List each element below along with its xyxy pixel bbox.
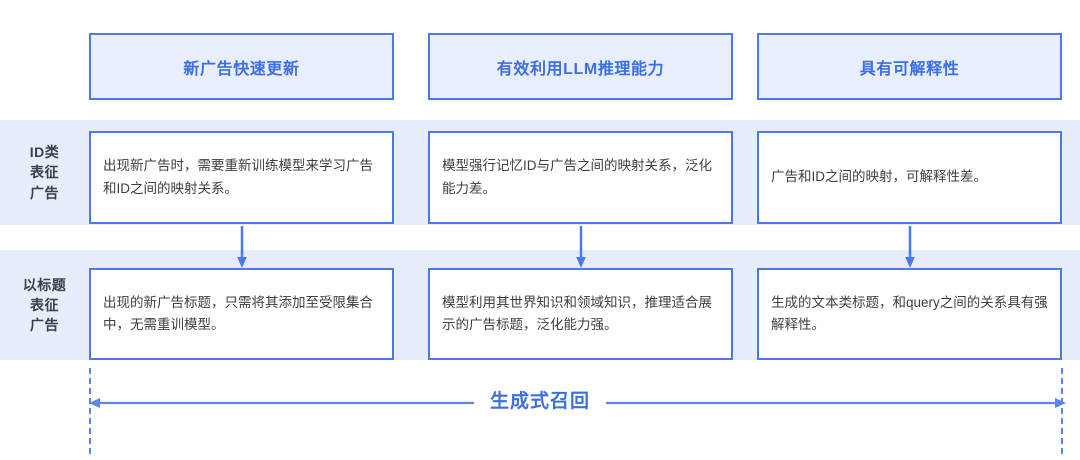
down-arrow-icon	[237, 226, 247, 268]
row-label-line: 广告	[30, 317, 59, 334]
cell-id-based-llm-reasoning: 模型强行记忆ID与广告之间的映射关系，泛化能力差。	[428, 131, 733, 224]
column-header-interpretable: 具有可解释性	[757, 33, 1062, 100]
row-label-line: 表征	[30, 296, 59, 313]
column-header-label: 新广告快速更新	[183, 60, 300, 78]
column-header-label: 具有可解释性	[859, 60, 960, 78]
cell-title-based-fast-update: 出现的新广告标题，只需将其添加至受限集合中，无需重训模型。	[89, 268, 394, 360]
cell-id-based-fast-update: 出现新广告时，需要重新训练模型来学习广告和ID之间的映射关系。	[89, 131, 394, 224]
bottom-caption: 生成式召回	[0, 386, 1080, 413]
column-header-llm-reasoning: 有效利用LLM推理能力	[428, 33, 733, 100]
down-arrow-icon	[576, 226, 586, 268]
column-header-fast-update: 新广告快速更新	[89, 33, 394, 100]
down-arrow-icon	[905, 226, 915, 268]
cell-text: 出现的新广告标题，只需将其添加至受限集合中，无需重训模型。	[103, 294, 373, 332]
cell-text: 生成的文本类标题，和query之间的关系具有强解释性。	[771, 294, 1048, 332]
row-label-line: 广告	[30, 184, 59, 201]
cell-text: 广告和ID之间的映射，可解释性差。	[771, 169, 987, 185]
dashed-guide-right	[1061, 368, 1063, 454]
bottom-caption-label: 生成式召回	[473, 386, 606, 413]
cell-title-based-interpretable: 生成的文本类标题，和query之间的关系具有强解释性。	[757, 268, 1062, 360]
cell-text: 模型强行记忆ID与广告之间的映射关系，泛化能力差。	[442, 158, 712, 196]
column-header-label: 有效利用LLM推理能力	[496, 60, 665, 78]
row-label-id-based: ID类 表征 广告	[0, 120, 89, 225]
cell-text: 出现新广告时，需要重新训练模型来学习广告和ID之间的映射关系。	[103, 158, 373, 196]
row-label-line: 以标题	[22, 276, 67, 293]
cell-id-based-interpretable: 广告和ID之间的映射，可解释性差。	[757, 131, 1062, 224]
cell-title-based-llm-reasoning: 模型利用其世界知识和领域知识，推理适合展示的广告标题，泛化能力强。	[428, 268, 733, 360]
cell-text: 模型利用其世界知识和领域知识，推理适合展示的广告标题，泛化能力强。	[442, 294, 712, 332]
dashed-guide-left	[89, 368, 91, 454]
row-label-line: 表征	[30, 164, 59, 181]
row-label-line: ID类	[29, 144, 60, 161]
row-label-title-based: 以标题 表征 广告	[0, 250, 89, 360]
